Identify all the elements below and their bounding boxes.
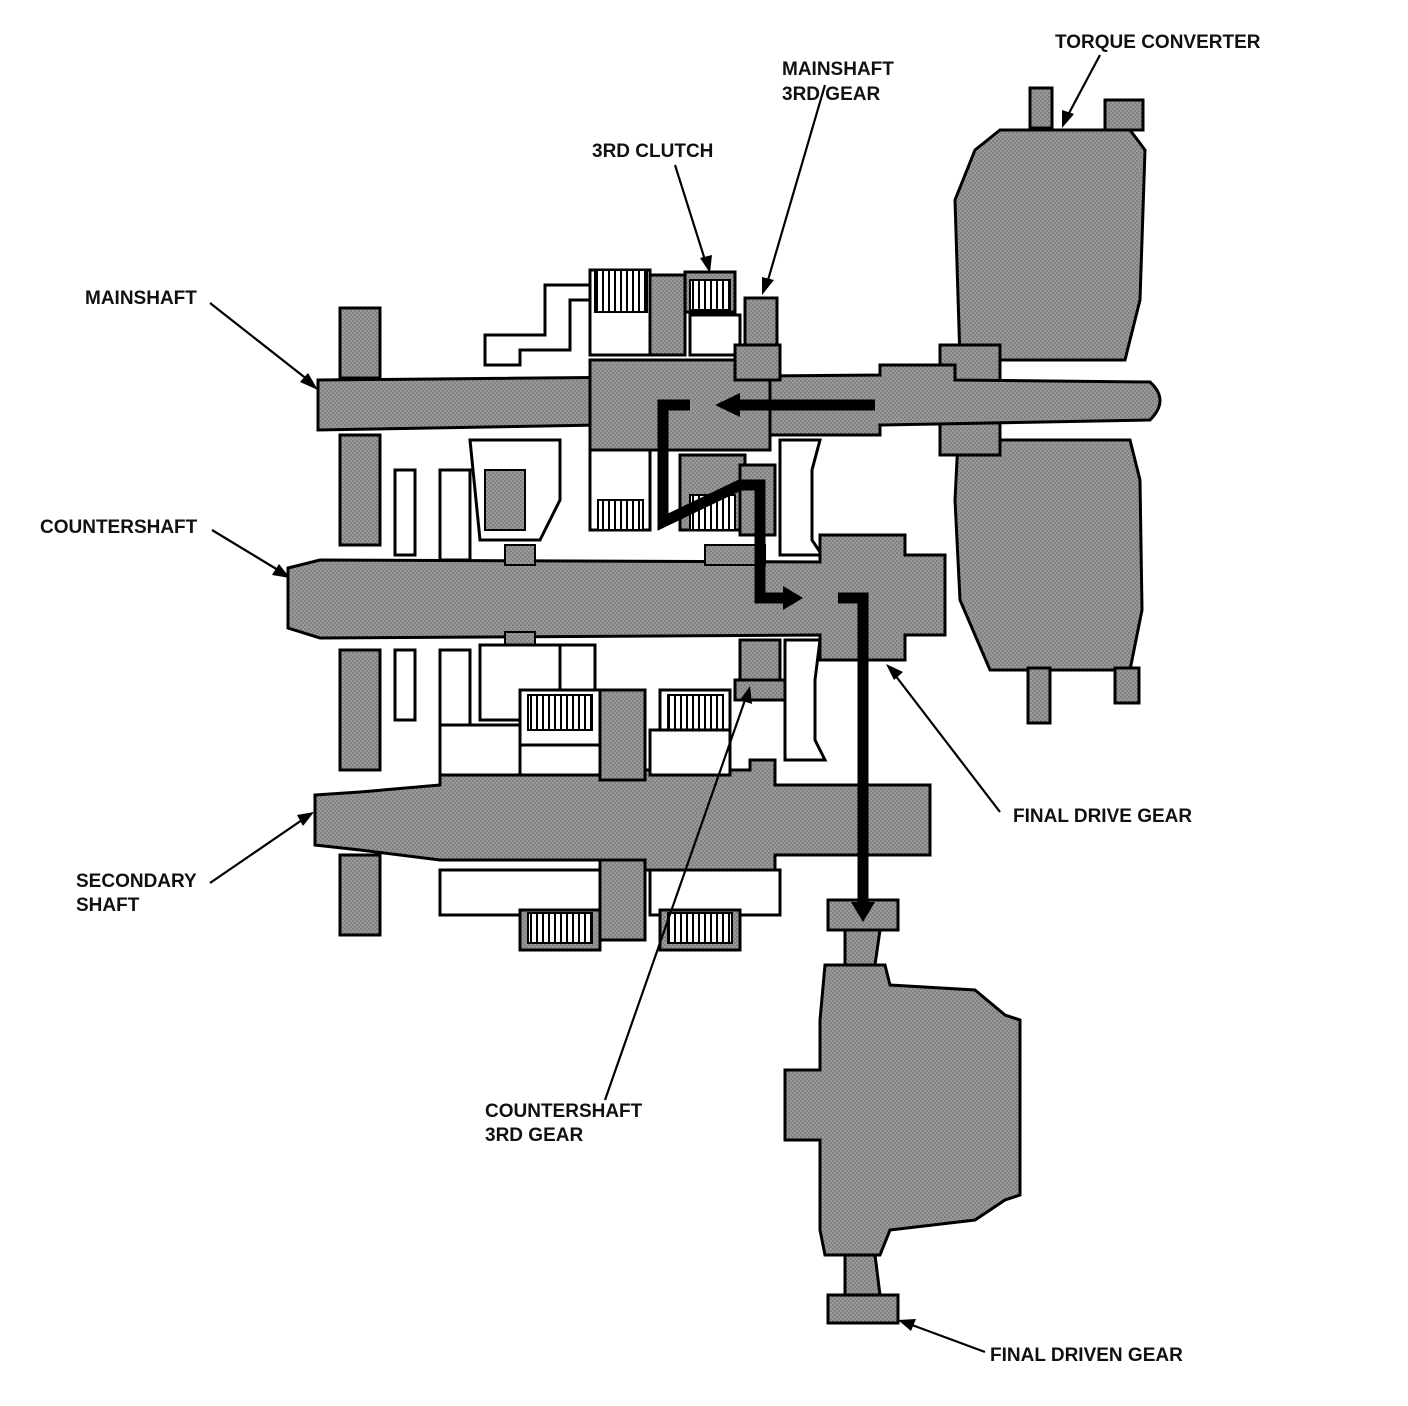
label-countershaft-3rd-gear-line1: COUNTERSHAFT bbox=[485, 1101, 643, 1122]
leader-lines bbox=[209, 54, 1101, 1354]
countershaft bbox=[286, 533, 947, 662]
leader-countershaft bbox=[211, 529, 279, 571]
leader-mainshaft-3rd-gear bbox=[766, 84, 827, 281]
secondary-shaft bbox=[313, 688, 932, 942]
torque-converter bbox=[938, 86, 1147, 725]
mainshaft-lower-gears bbox=[338, 433, 825, 562]
labels: TORQUE CONVERTER MAINSHAFT 3RD GEAR 3RD … bbox=[40, 32, 1261, 1366]
label-mainshaft-3rd-gear-line1: MAINSHAFT bbox=[782, 59, 894, 80]
secondary-shaft-gears bbox=[438, 723, 782, 952]
label-secondary-shaft-line2: SHAFT bbox=[76, 895, 140, 916]
leader-final-driven-gear bbox=[911, 1323, 986, 1354]
third-clutch bbox=[648, 270, 742, 357]
label-countershaft-3rd-gear-line2: 3RD GEAR bbox=[485, 1125, 583, 1146]
label-final-driven-gear: FINAL DRIVEN GEAR bbox=[990, 1345, 1183, 1366]
label-secondary-shaft-line1: SECONDARY bbox=[76, 871, 197, 892]
leader-final-drive-gear bbox=[894, 674, 1001, 813]
mainshaft-third-gear bbox=[733, 296, 782, 382]
final-driven-gear bbox=[783, 898, 1022, 1325]
label-torque-converter: TORQUE CONVERTER bbox=[1055, 32, 1261, 53]
label-final-drive-gear: FINAL DRIVE GEAR bbox=[1013, 806, 1192, 827]
label-mainshaft-3rd-gear-line2: 3RD GEAR bbox=[782, 84, 880, 105]
label-3rd-clutch: 3RD CLUTCH bbox=[592, 141, 713, 162]
leader-torque-converter bbox=[1067, 54, 1101, 116]
leader-secondary-shaft bbox=[209, 819, 303, 884]
power-flow-path bbox=[657, 393, 875, 922]
leader-mainshaft bbox=[209, 302, 309, 381]
label-countershaft: COUNTERSHAFT bbox=[40, 517, 198, 538]
countershaft-lower-gears bbox=[338, 643, 732, 772]
mainshaft-housing bbox=[483, 268, 652, 367]
countershaft-third-gear bbox=[733, 638, 828, 762]
leader-3rd-clutch bbox=[673, 164, 707, 261]
label-mainshaft: MAINSHAFT bbox=[85, 288, 197, 309]
leader-countershaft-3rd-gear bbox=[603, 699, 747, 1101]
